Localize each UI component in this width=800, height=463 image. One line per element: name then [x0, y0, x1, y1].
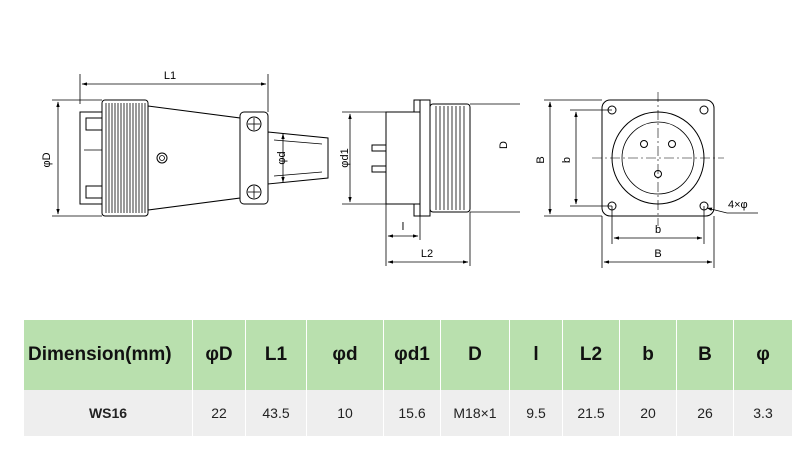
table-cell: M18×1 — [440, 390, 510, 436]
dim-label-B-horizontal: B — [654, 248, 661, 260]
dim-label-D-phi: φD — [41, 152, 53, 167]
dim-label-b-horizontal: b — [655, 224, 661, 236]
dim-label-d1: φd1 — [339, 148, 351, 167]
dim-label-B-vertical: B — [535, 156, 547, 163]
table-cell: 22 — [192, 390, 246, 436]
header-L2: L2 — [562, 320, 620, 390]
header-D: D — [440, 320, 510, 390]
table-cell: 26 — [676, 390, 734, 436]
receptacle-front-view: B b b B 4×φ — [535, 92, 758, 268]
receptacle-side-view: φd1 D l L2 — [339, 99, 520, 266]
dim-label-L1: L1 — [164, 70, 176, 82]
dim-label-d: φd — [276, 151, 288, 164]
header-l: l — [509, 320, 563, 390]
table-cell: 20 — [619, 390, 677, 436]
table-cell: 3.3 — [733, 390, 792, 436]
header-B: B — [676, 320, 734, 390]
table-cell: 10 — [306, 390, 384, 436]
header-b: b — [619, 320, 677, 390]
header-phi-d: φd — [306, 320, 384, 390]
header-dimension: Dimension(mm) — [24, 320, 193, 390]
dim-label-holes: 4×φ — [728, 199, 748, 211]
dim-label-D: D — [498, 141, 510, 149]
dim-label-L2: L2 — [421, 248, 433, 260]
header-phi-d1: φd1 — [383, 320, 441, 390]
header-phi: φ — [733, 320, 792, 390]
table-cell: 15.6 — [383, 390, 441, 436]
header-L1: L1 — [245, 320, 307, 390]
table-row: WS16 22 43.5 10 15.6 M18×1 9.5 21.5 20 2… — [24, 390, 792, 436]
table-cell: 43.5 — [245, 390, 307, 436]
table-cell: 9.5 — [509, 390, 563, 436]
table-header-row: Dimension(mm) φD L1 φd φd1 D l L2 b B φ — [24, 320, 792, 390]
plug-side-view: φd L1 φD — [41, 70, 329, 217]
dim-label-l: l — [402, 221, 404, 233]
technical-drawing: φd L1 φD φd1 D — [41, 70, 758, 268]
table-cell: 21.5 — [562, 390, 620, 436]
cell-model: WS16 — [24, 390, 193, 436]
dimension-table: Dimension(mm) φD L1 φd φd1 D l L2 b B φ … — [24, 320, 792, 436]
dim-label-b-vertical: b — [561, 157, 573, 163]
header-phi-D: φD — [192, 320, 246, 390]
